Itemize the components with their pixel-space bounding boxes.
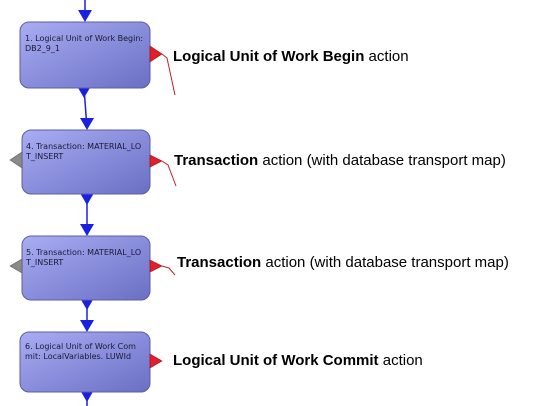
node-box-6[interactable] xyxy=(19,331,151,393)
node-label-4: 4. Transaction: MATERIAL_LOT_INSERT xyxy=(26,142,142,161)
caption-5: Transaction action (with database transp… xyxy=(177,254,509,272)
caption-rest-1: action xyxy=(364,48,409,65)
input-port-icon-4[interactable] xyxy=(9,151,23,169)
flow-arrow-in-4 xyxy=(80,118,94,130)
node-label-1: 1. Logical Unit of Work Begin: DB2_9_1 xyxy=(25,34,144,53)
node-box-1[interactable] xyxy=(19,21,151,89)
link-line-5 xyxy=(161,265,176,276)
link-line-4 xyxy=(161,160,177,187)
caption-bold-5: Transaction xyxy=(177,254,262,271)
flow-arrow-in-6 xyxy=(80,320,94,332)
output-port-icon-5[interactable] xyxy=(149,259,163,273)
caption-bold-4: Transaction xyxy=(174,152,259,169)
caption-6: Logical Unit of Work Commit action xyxy=(173,352,423,370)
flow-arrow-top xyxy=(78,10,92,22)
input-port-icon-5[interactable] xyxy=(9,258,23,274)
flow-arrow-out-1 xyxy=(77,86,91,98)
caption-bold-1: Logical Unit of Work Begin xyxy=(173,48,365,65)
flow-arrow-out-4 xyxy=(80,193,94,205)
output-port-icon-6[interactable] xyxy=(149,353,163,369)
output-port-icon-4[interactable] xyxy=(149,154,163,168)
caption-1: Logical Unit of Work Begin action xyxy=(173,48,409,66)
caption-rest-4: action (with database transport map) xyxy=(258,152,506,169)
output-port-icon-1[interactable] xyxy=(149,45,163,63)
caption-bold-6: Logical Unit of Work Commit xyxy=(173,352,379,369)
caption-rest-5: action (with database transport map) xyxy=(261,254,509,271)
flow-arrow-in-5 xyxy=(80,224,94,236)
caption-4: Transaction action (with database transp… xyxy=(174,152,506,170)
node-box-4[interactable] xyxy=(21,129,151,195)
node-box-5[interactable] xyxy=(21,235,151,301)
link-line-1 xyxy=(161,53,176,96)
node-label-5: 5. Transaction: MATERIAL_LOT_INSERT xyxy=(26,248,142,267)
caption-rest-6: action xyxy=(378,352,423,369)
node-label-6: 6. Logical Unit of Work Commit: LocalVar… xyxy=(25,342,136,361)
flow-arrow-out-6 xyxy=(80,390,94,402)
flow-arrow-out-5 xyxy=(80,298,94,310)
